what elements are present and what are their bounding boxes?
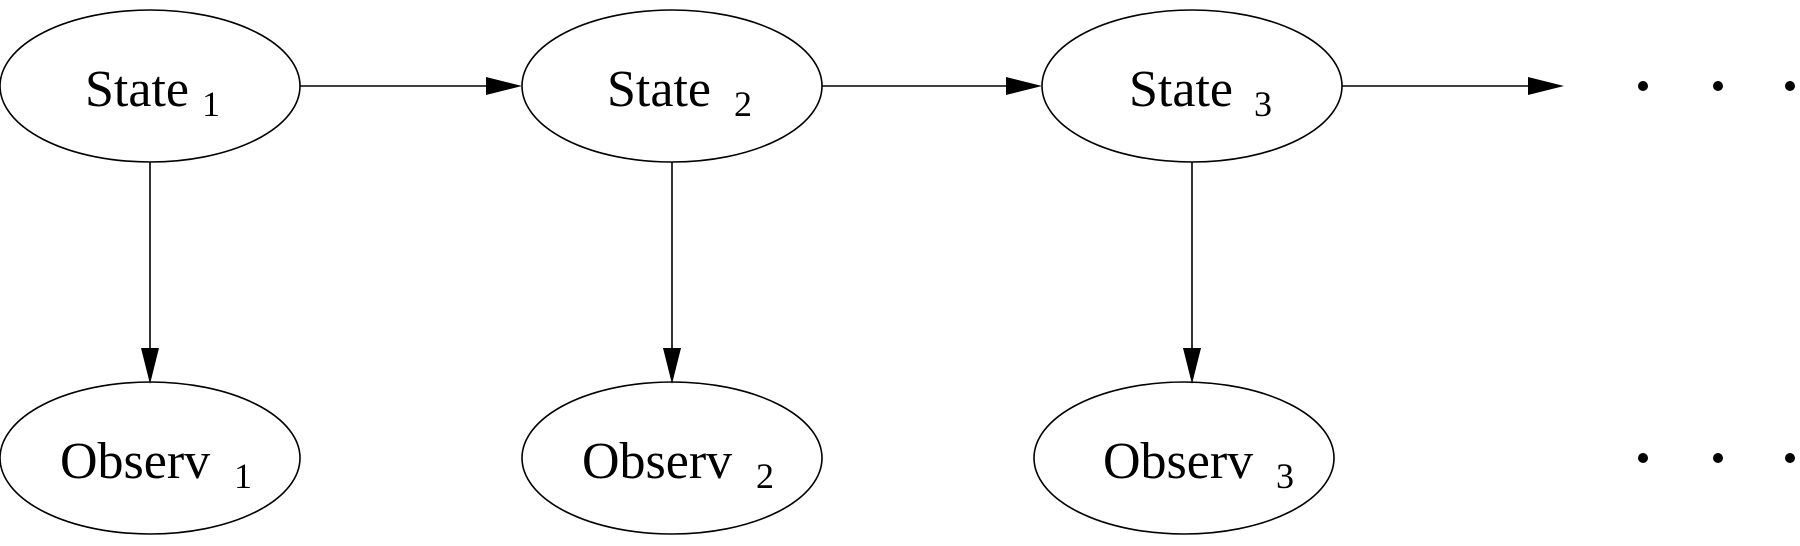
- observ-sub-3: 3: [1276, 456, 1294, 496]
- arrowhead: [663, 348, 681, 384]
- observ-node-2: Observ 2: [521, 381, 823, 535]
- state-label-2: State: [607, 61, 711, 118]
- arrowhead: [486, 77, 522, 95]
- observ-node-1: Observ 1: [0, 381, 301, 535]
- state-node-3: State 3: [1041, 9, 1343, 163]
- arrowhead: [1528, 77, 1564, 95]
- ellipsis-dot: [1638, 81, 1648, 91]
- observ-node-3: Observ 3: [1033, 381, 1335, 535]
- edge-state1-observ1: [141, 162, 159, 384]
- state-node-1: State 1: [0, 9, 301, 163]
- edge-state1-state2: [300, 77, 522, 95]
- arrowhead: [1183, 348, 1201, 384]
- state-label-3: State: [1129, 61, 1233, 118]
- state-continuation-ellipsis: [1638, 81, 1795, 91]
- ellipsis-dot: [1713, 81, 1723, 91]
- edge-state3-observ3: [1183, 162, 1201, 384]
- observ-sub-1: 1: [234, 456, 252, 496]
- arrowhead: [1006, 77, 1042, 95]
- ellipsis-dot: [1785, 453, 1795, 463]
- ellipsis-dot: [1713, 453, 1723, 463]
- state-sub-1: 1: [202, 84, 220, 124]
- edge-state3-continuation: [1342, 77, 1564, 95]
- state-node-2: State 2: [521, 9, 823, 163]
- edge-state2-state3: [822, 77, 1042, 95]
- observ-label-2: Observ: [582, 433, 732, 490]
- observ-label-3: Observ: [1103, 433, 1253, 490]
- observ-label-1: Observ: [60, 433, 210, 490]
- arrowhead: [141, 348, 159, 384]
- state-sub-3: 3: [1254, 84, 1272, 124]
- edge-state2-observ2: [663, 162, 681, 384]
- state-label-1: State: [85, 61, 189, 118]
- observ-continuation-ellipsis: [1638, 453, 1795, 463]
- ellipsis-dot: [1638, 453, 1648, 463]
- ellipsis-dot: [1785, 81, 1795, 91]
- observ-ellipse-3: [1033, 381, 1335, 535]
- observ-sub-2: 2: [756, 456, 774, 496]
- state-sub-2: 2: [734, 84, 752, 124]
